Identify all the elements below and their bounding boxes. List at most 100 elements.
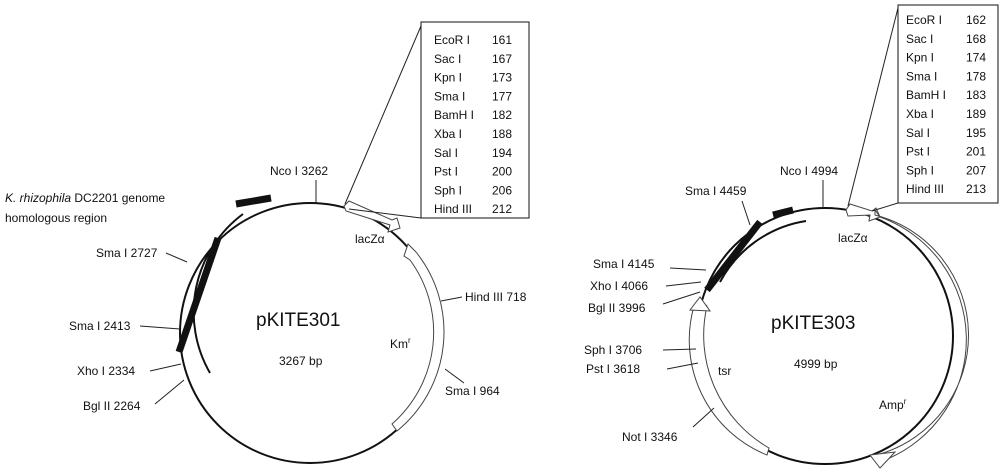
mcs-enzyme-position: 207 bbox=[966, 163, 986, 177]
mcs-enzyme-name: Xba I bbox=[434, 127, 462, 141]
site-label-sma-i-2727: Sma I 2727 bbox=[96, 246, 158, 260]
site-label-nco-i: Nco I 3262 bbox=[270, 164, 328, 178]
mcs-enzyme-name: EcoR I bbox=[906, 13, 942, 27]
homologous-region-bar-long bbox=[175, 236, 222, 354]
mcs-enzyme-name: Xba I bbox=[906, 107, 934, 121]
gene-label-lacz-alpha: lacZα bbox=[355, 232, 385, 246]
mcs-zoom-line-top bbox=[847, 7, 899, 207]
mcs-enzyme-position: 206 bbox=[492, 183, 512, 197]
mcs-enzyme-name: Hind III bbox=[906, 182, 944, 196]
mcs-enzyme-position: 168 bbox=[966, 32, 986, 46]
mcs-enzyme-name: Sma I bbox=[434, 89, 465, 103]
site-label-bgl-ii: Bgl II 2264 bbox=[83, 399, 141, 413]
mcs-table-box bbox=[420, 21, 530, 219]
site-label-not-i: Not I 3346 bbox=[622, 430, 678, 444]
site-label-xho-i: Xho I 2334 bbox=[77, 364, 135, 378]
mcs-enzyme-position: 174 bbox=[966, 51, 986, 65]
lacz-alpha-gene-arrow bbox=[343, 200, 401, 233]
site-label-nco-i: Nco I 4994 bbox=[780, 164, 838, 178]
homologous-region-arc bbox=[192, 213, 244, 374]
amp-resistance-gene-arrowhead bbox=[869, 451, 897, 469]
mcs-enzyme-name: EcoR I bbox=[434, 33, 470, 47]
mcs-enzyme-name: Kpn I bbox=[906, 51, 934, 65]
mcs-enzyme-position: 200 bbox=[492, 165, 512, 179]
mcs-zoom-line-bottom bbox=[871, 202, 899, 212]
homologous-region-bar-short bbox=[772, 206, 794, 219]
site-label-sma-i-4459: Sma I 4459 bbox=[685, 184, 747, 198]
mcs-enzyme-position: 189 bbox=[966, 107, 986, 121]
mcs-enzyme-position: 194 bbox=[492, 146, 512, 160]
plasmid-size-pkite303: 4999 bp bbox=[794, 357, 838, 371]
site-label-xho-i: Xho I 4066 bbox=[590, 279, 648, 293]
leader-line-sma-i-964 bbox=[444, 368, 465, 384]
leader-line-sph-i bbox=[662, 348, 697, 351]
mcs-enzyme-position: 183 bbox=[966, 88, 986, 102]
mcs-enzyme-name: Sal I bbox=[434, 146, 458, 160]
mcs-enzyme-name: Sph I bbox=[434, 183, 462, 197]
mcs-enzyme-name: Sph I bbox=[906, 163, 934, 177]
leader-line-sma-i-4145 bbox=[669, 267, 707, 271]
mcs-enzyme-name: Pst I bbox=[906, 145, 930, 159]
mcs-zoom-line-top bbox=[344, 25, 422, 205]
leader-line-sma-i-2413 bbox=[139, 325, 181, 330]
homology-region-label-line2: homologous region bbox=[5, 211, 107, 225]
mcs-enzyme-name: BamH I bbox=[906, 88, 946, 102]
site-label-pst-i: Pst I 3618 bbox=[586, 362, 640, 376]
leader-line-hind-iii bbox=[440, 296, 463, 302]
site-label-sma-i-2413: Sma I 2413 bbox=[69, 319, 131, 333]
mcs-enzyme-position: 178 bbox=[966, 69, 986, 83]
mcs-enzyme-position: 177 bbox=[492, 89, 512, 103]
mcs-enzyme-position: 182 bbox=[492, 108, 512, 122]
mcs-enzyme-name: Sac I bbox=[906, 32, 933, 46]
mcs-enzyme-position: 212 bbox=[492, 202, 512, 216]
gene-label-lacz-alpha: lacZα bbox=[838, 231, 868, 245]
homologous-region-bar-short bbox=[235, 194, 272, 208]
site-label-hind-iii: Hind III 718 bbox=[465, 290, 527, 304]
gene-label-tsr: tsr bbox=[718, 364, 731, 378]
mcs-table-box bbox=[897, 4, 999, 204]
leader-line-bgl-ii bbox=[662, 291, 701, 305]
mcs-enzyme-position: 201 bbox=[966, 145, 986, 159]
mcs-enzyme-position: 188 bbox=[492, 127, 512, 141]
site-label-sph-i: Sph I 3706 bbox=[584, 343, 642, 357]
leader-line-not-i bbox=[692, 407, 715, 428]
tsr-gene-arrow-body bbox=[688, 299, 770, 456]
mcs-enzyme-name: Sal I bbox=[906, 126, 930, 140]
mcs-enzyme-position: 162 bbox=[966, 13, 986, 27]
leader-line-xho-i bbox=[149, 363, 182, 372]
mcs-zoom-line-bottom bbox=[348, 208, 422, 219]
leader-line-pst-i bbox=[666, 362, 699, 370]
leader-line-bgl-ii bbox=[154, 379, 185, 405]
site-label-sma-i-964: Sma I 964 bbox=[445, 384, 500, 398]
plasmid-name-pkite303: pKITE303 bbox=[771, 313, 856, 334]
plasmid-size-pkite301: 3267 bp bbox=[279, 354, 323, 368]
mcs-enzyme-name: BamH I bbox=[434, 108, 474, 122]
leader-line-sma-i-4459 bbox=[741, 200, 751, 226]
mcs-enzyme-position: 213 bbox=[966, 182, 986, 196]
mcs-enzyme-name: Pst I bbox=[434, 165, 458, 179]
mcs-enzyme-name: Hind III bbox=[434, 202, 472, 216]
leader-line-sma-i-2727 bbox=[165, 252, 188, 263]
gene-label-amp-resistance: Ampr bbox=[879, 397, 907, 412]
site-label-sma-i-4145: Sma I 4145 bbox=[593, 257, 655, 271]
mcs-enzyme-name: Kpn I bbox=[434, 71, 462, 85]
plasmid-name-pkite301: pKITE301 bbox=[256, 310, 341, 331]
mcs-enzyme-name: Sma I bbox=[906, 69, 937, 83]
leader-line-xho-i bbox=[665, 281, 702, 287]
gene-label-km-resistance: Kmr bbox=[390, 336, 411, 351]
mcs-enzyme-position: 195 bbox=[966, 126, 986, 140]
homologous-region-bar-long bbox=[704, 219, 763, 293]
site-label-bgl-ii: Bgl II 3996 bbox=[588, 301, 646, 315]
homology-region-label-line1: K. rhizophila DC2201 genome bbox=[5, 191, 165, 205]
tsr-gene-arrowhead bbox=[689, 296, 712, 312]
mcs-enzyme-position: 173 bbox=[492, 71, 512, 85]
km-resistance-gene-arrow bbox=[391, 243, 445, 432]
amp-resistance-gene-arrow-body bbox=[874, 208, 969, 461]
mcs-enzyme-position: 161 bbox=[492, 33, 512, 47]
mcs-enzyme-name: Sac I bbox=[434, 52, 461, 66]
